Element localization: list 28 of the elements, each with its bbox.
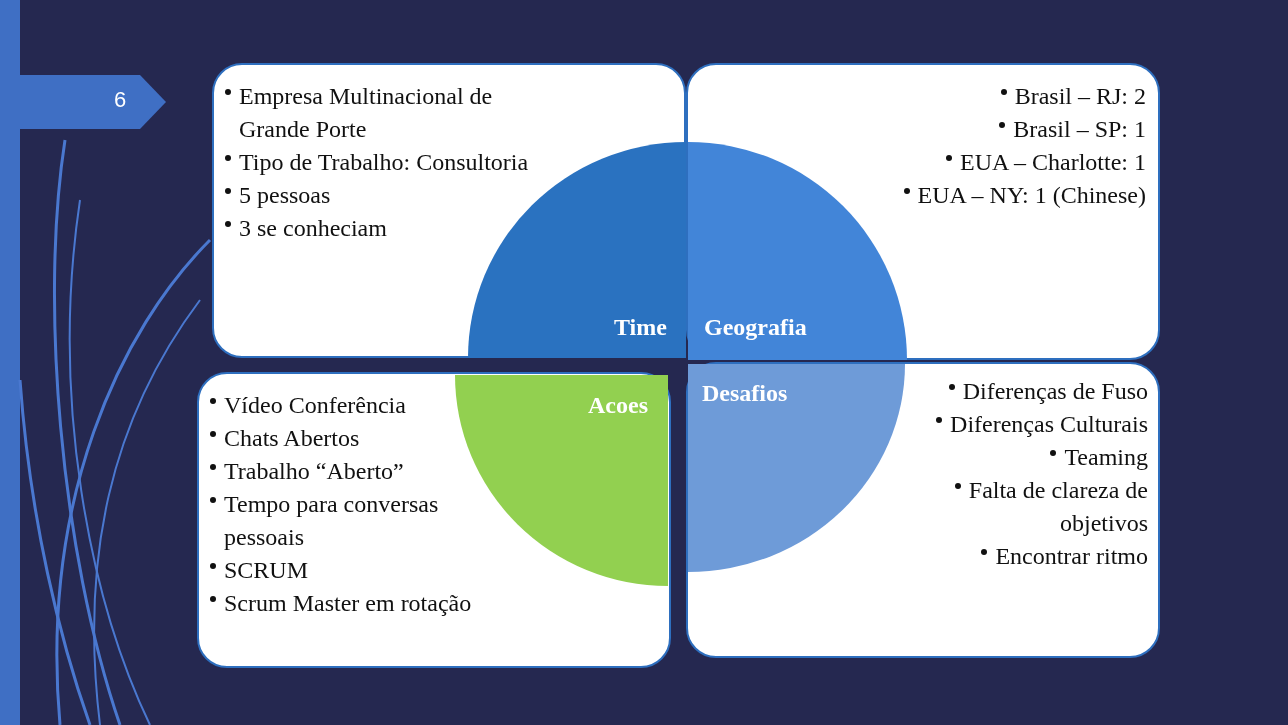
bullet-item: Falta de clareza de objetivos <box>903 474 1148 540</box>
bullet-item: 5 pessoas <box>225 179 545 212</box>
bullet-item: Diferenças Culturais <box>903 408 1148 441</box>
bullet-item: Scrum Master em rotação <box>210 587 500 620</box>
bullet-item: EUA – Charlotte: 1 <box>846 146 1146 179</box>
bullet-item: Trabalho “Aberto” <box>210 455 500 488</box>
segment-label: Desafios <box>702 380 788 407</box>
bullet-item: Empresa Multinacional de Grande Porte <box>225 80 545 146</box>
bullet-item: Tempo para conversas pessoais <box>210 488 500 554</box>
bullet-item: EUA – NY: 1 (Chinese) <box>846 179 1146 212</box>
text-panel <box>197 372 671 668</box>
bullet-item: Teaming <box>903 441 1148 474</box>
text-panel <box>212 63 686 358</box>
bullet-item: 3 se conheciam <box>225 212 545 245</box>
slide-number: 6 <box>114 87 127 113</box>
bullet-item: Chats Abertos <box>210 422 500 455</box>
text-panel <box>686 362 1160 658</box>
text-panel <box>686 63 1160 360</box>
bullet-item: Brasil – RJ: 2 <box>846 80 1146 113</box>
segment-label: Acoes <box>588 392 648 419</box>
segment-label: Geografia <box>704 314 807 341</box>
segment-label: Time <box>614 314 667 341</box>
bullet-item: Encontrar ritmo <box>903 540 1148 573</box>
bullet-item: Vídeo Conferência <box>210 389 500 422</box>
bullet-item: Brasil – SP: 1 <box>846 113 1146 146</box>
bullet-item: Tipo de Trabalho: Consultoria <box>225 146 545 179</box>
bullet-item: SCRUM <box>210 554 500 587</box>
bullet-item: Diferenças de Fuso <box>903 375 1148 408</box>
